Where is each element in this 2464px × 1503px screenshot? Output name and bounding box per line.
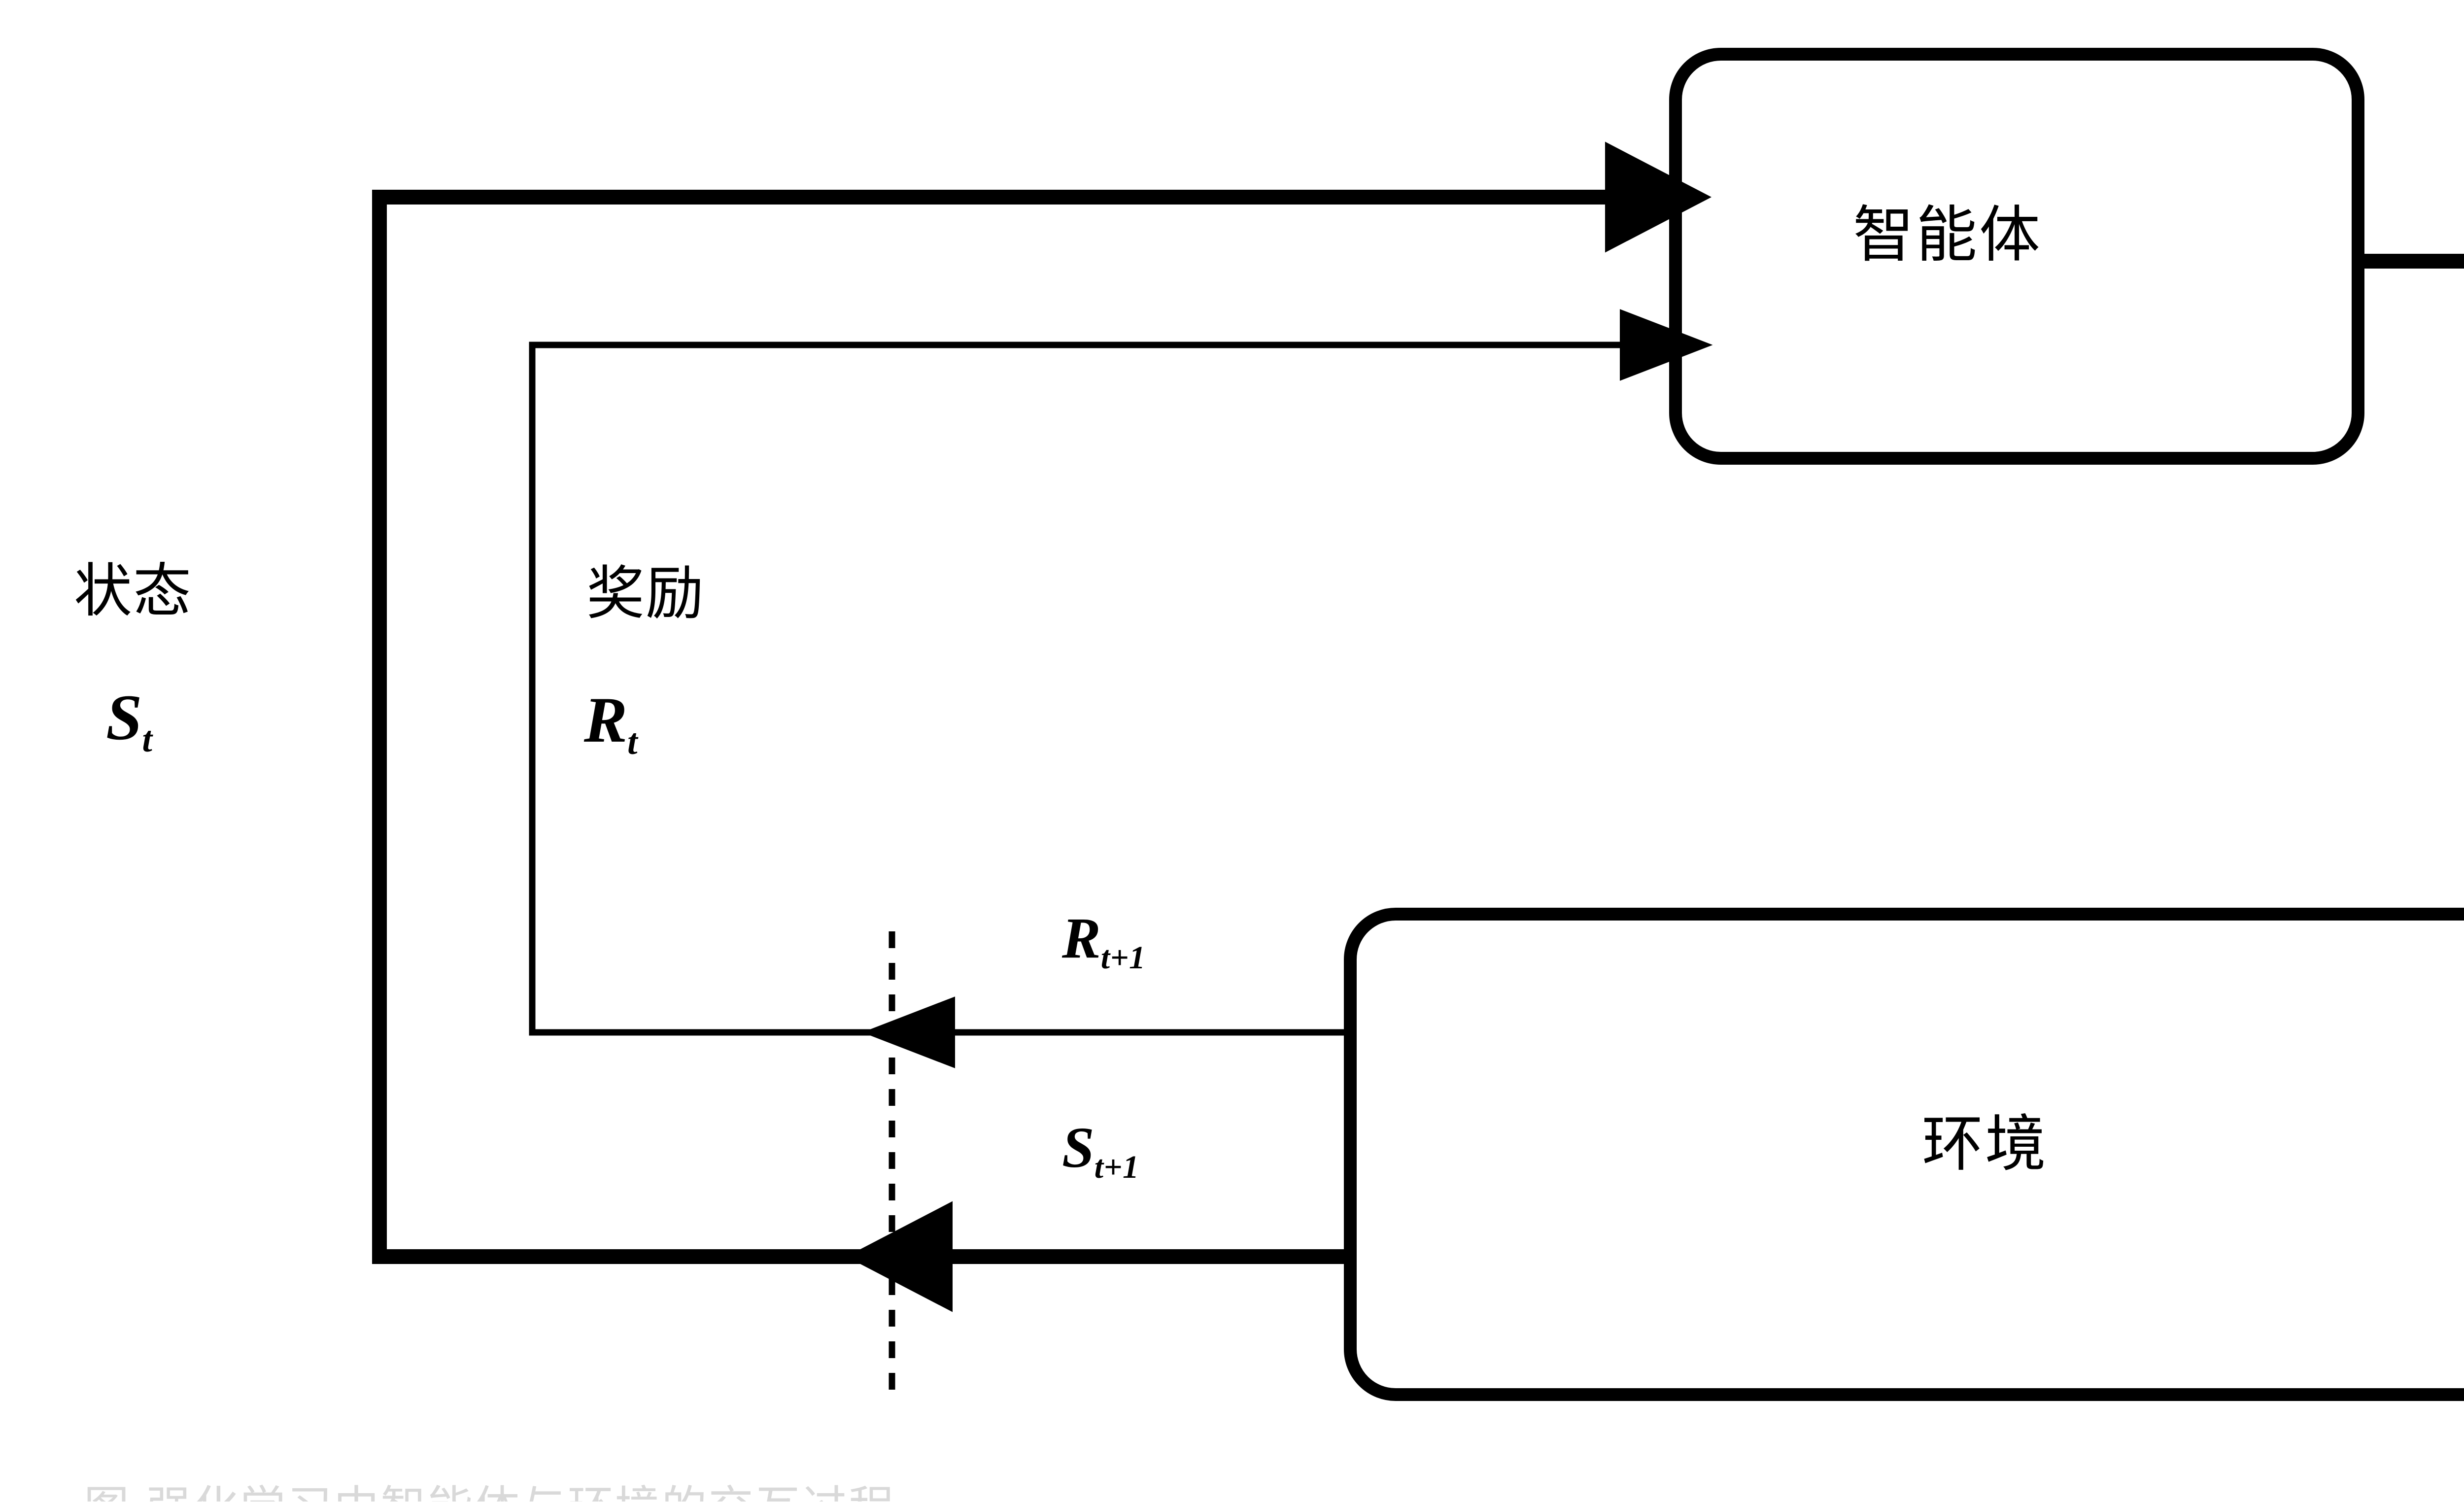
reward-label-word: 奖励 [586, 559, 705, 627]
reward-next-subscript: t+1 [1100, 940, 1146, 976]
state-feedback-path [372, 141, 1711, 1264]
reward-symbol: Rt [584, 687, 638, 760]
reward-next-symbol: Rt+1 [1062, 906, 1146, 974]
state-symbol: St [106, 685, 153, 758]
environment-box-label: 环境 [1922, 1109, 2049, 1180]
state-next-base: S [1062, 1115, 1095, 1180]
reward-next-base: R [1062, 906, 1101, 970]
edge-reward-feedback [529, 309, 1713, 1036]
environment-box-outline [1344, 908, 2464, 1401]
reward-symbol-base: R [584, 683, 628, 756]
reward-feedback-path [529, 309, 1713, 1036]
state-label-word: 状态 [74, 557, 193, 625]
agent-box-label: 智能体 [1853, 200, 2043, 271]
state-next-symbol: St+1 [1062, 1119, 1139, 1184]
environment-box[interactable] [1344, 908, 2464, 1401]
figure-caption: 图 强化学习中智能体与环境的交互过程 [84, 1471, 895, 1502]
state-symbol-subscript: t [142, 719, 153, 760]
state-symbol-base: S [106, 681, 142, 753]
state-next-subscript: t+1 [1094, 1149, 1139, 1186]
reward-symbol-subscript: t [627, 721, 638, 762]
edge-state-feedback [372, 141, 1711, 1264]
